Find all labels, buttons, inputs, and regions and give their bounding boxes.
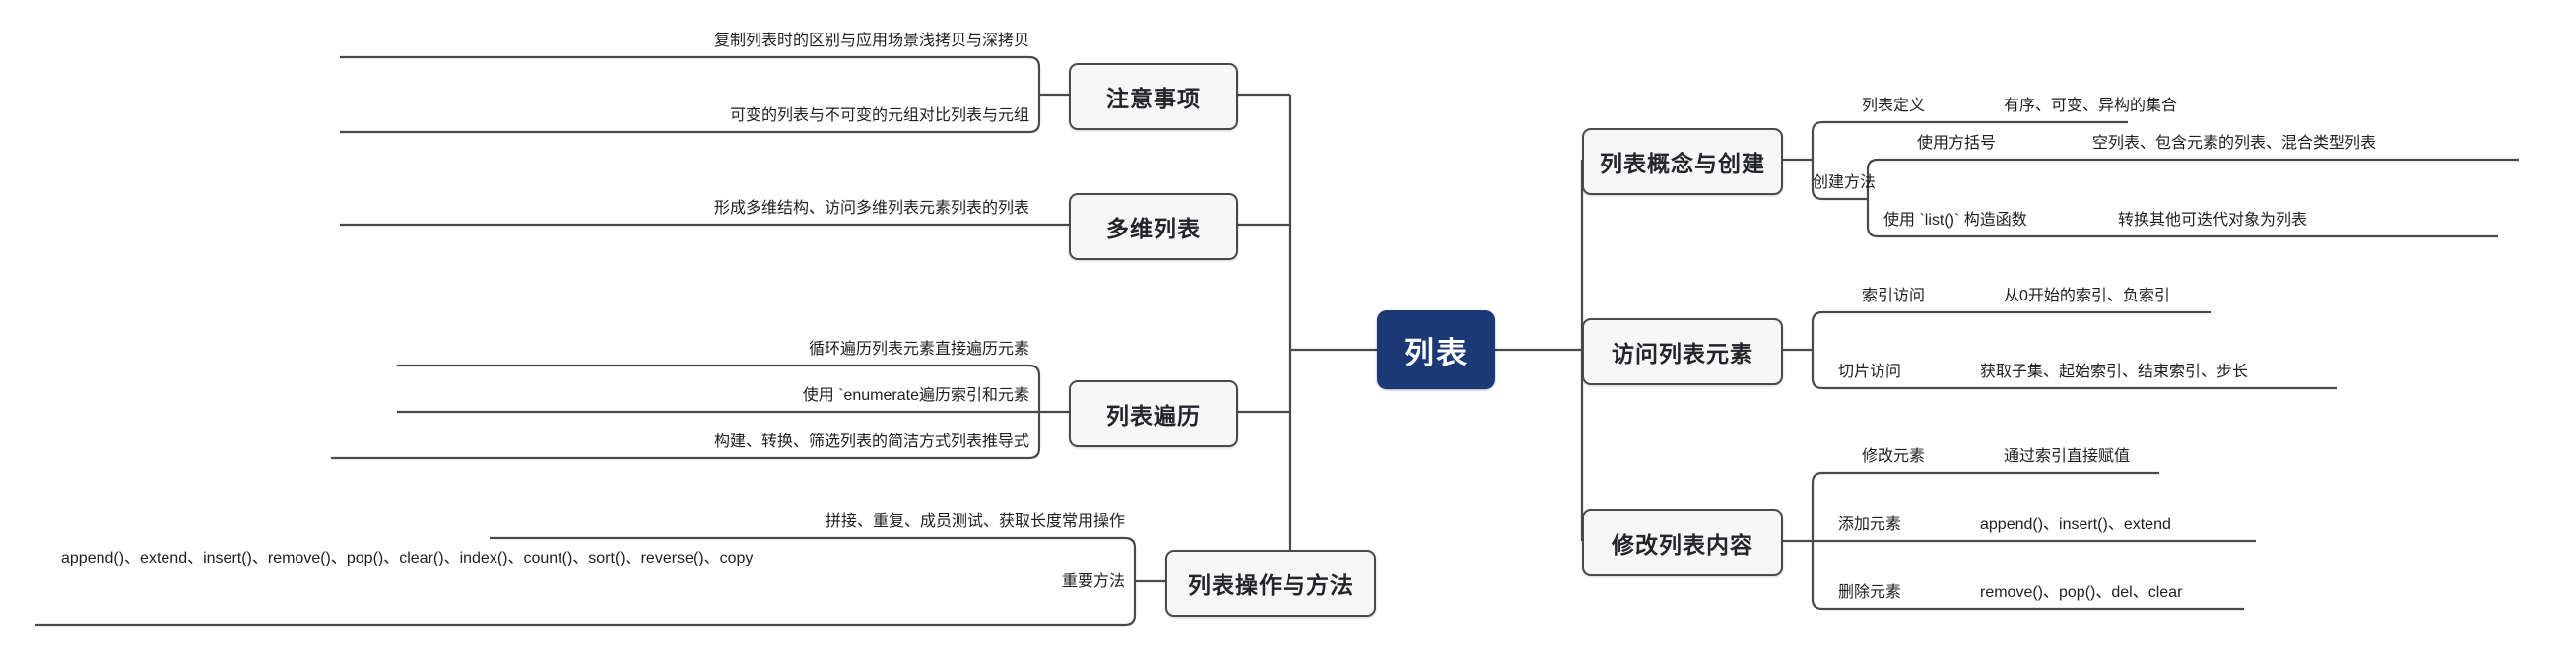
branch-node-iterate[interactable]: 列表遍历	[1069, 380, 1238, 447]
leaf-notes-0-detail: 复制列表时的区别与应用场景	[713, 33, 919, 49]
branch-node-multidim[interactable]: 多维列表	[1069, 193, 1238, 260]
modify-leaf-rule-1	[1811, 471, 2159, 484]
leaf-modify-0-detail: 通过索引直接赋值	[2004, 448, 2131, 465]
leaf-access-0-topic: 索引访问	[1862, 288, 1926, 304]
operations-leaf-rule-1	[490, 536, 1137, 549]
root-node[interactable]: 列表	[1377, 310, 1495, 389]
create-sub-rule-1	[1866, 158, 2519, 170]
branch-node-access[interactable]: 访问列表元素	[1582, 318, 1783, 385]
leaf-notes-1-detail: 可变的列表与不可变的元组对比	[729, 107, 951, 124]
notes-leaf-rule-1	[340, 55, 1041, 68]
branch-node-notes[interactable]: 注意事项	[1069, 63, 1238, 130]
branch-node-operations[interactable]: 列表操作与方法	[1165, 550, 1376, 617]
root-node-label: 列表	[1404, 335, 1469, 370]
leaf-access-0[interactable]: 索引访问 从0开始的索引、负索引	[1862, 286, 2170, 307]
concept-leaf-rule-1	[1811, 120, 2128, 133]
branch-node-modify[interactable]: 修改列表内容	[1582, 509, 1783, 576]
operations-leaf-rule-2	[35, 614, 1137, 627]
access-leaf-rule-1	[1811, 310, 2211, 323]
leaf-iterate-2-detail: 构建、转换、筛选列表的简洁方式	[713, 433, 951, 450]
branch-label-operations: 列表操作与方法	[1188, 572, 1354, 598]
leaf-operations-0-detail: 拼接、重复、成员测试、获取长度	[825, 513, 1062, 530]
leaf-iterate-1-detail: 使用 `enumerate	[802, 387, 919, 404]
leaf-modify-1-topic: 添加元素	[1838, 516, 1902, 533]
leaf-access-1-detail: 获取子集、起始索引、结束索引、步长	[1980, 364, 2249, 380]
leaf-operations-1-topic: 重要方法	[1061, 572, 1125, 590]
leaf-iterate-2[interactable]: 构建、转换、筛选列表的简洁方式 列表推导式	[331, 432, 1029, 453]
leaf-operations-0[interactable]: 拼接、重复、成员测试、获取长度 常用操作	[490, 511, 1125, 533]
leaf-notes-1-topic: 列表与元组	[950, 107, 1029, 124]
branch-label-concept: 列表概念与创建	[1600, 151, 1765, 176]
leaf-access-0-detail: 从0开始的索引、负索引	[2004, 288, 2170, 304]
leaf-multidim-0-topic: 列表的列表	[950, 200, 1029, 217]
leaf-operations-0-topic: 常用操作	[1061, 513, 1125, 530]
leaf-iterate-0-topic: 直接遍历元素	[934, 341, 1029, 358]
leaf-create-sub-0-topic: 使用方括号	[1917, 135, 1997, 152]
leaf-concept-0-topic: 列表定义	[1862, 98, 1926, 114]
leaf-modify-0[interactable]: 修改元素 通过索引直接赋值	[1862, 446, 2130, 468]
leaf-create-sub-1-detail: 转换其他可迭代对象为列表	[2118, 212, 2308, 229]
leaf-create-sub-0-detail: 空列表、包含元素的列表、混合类型列表	[2092, 135, 2377, 152]
branch-label-multidim: 多维列表	[1106, 216, 1201, 241]
leaf-multidim-0[interactable]: 形成多维结构、访问多维列表元素 列表的列表	[340, 198, 1029, 220]
leaf-iterate-1-topic: 遍历索引和元素	[918, 387, 1029, 404]
leaf-access-1-topic: 切片访问	[1838, 364, 1902, 380]
leaf-modify-2[interactable]: 删除元素 remove()、pop()、del、clear	[1838, 582, 2182, 604]
leaf-modify-2-topic: 删除元素	[1838, 584, 1902, 601]
branch-label-modify: 修改列表内容	[1612, 532, 1753, 558]
branch-label-notes: 注意事项	[1106, 86, 1201, 111]
leaf-access-1[interactable]: 切片访问 获取子集、起始索引、结束索引、步长	[1838, 362, 2248, 383]
leaf-modify-1[interactable]: 添加元素 append()、insert()、extend	[1838, 514, 2171, 536]
iterate-leaf-rule-1	[397, 364, 1041, 376]
leaf-iterate-2-topic: 列表推导式	[950, 433, 1029, 450]
leaf-notes-0-topic: 浅拷贝与深拷贝	[918, 33, 1029, 49]
leaf-iterate-0-detail: 循环遍历列表元素	[808, 341, 935, 358]
leaf-modify-2-detail: remove()、pop()、del、clear	[1980, 584, 2183, 601]
leaf-concept-0-detail: 有序、可变、异构的集合	[2004, 98, 2178, 114]
leaf-create-sub-1-topic: 使用 `list()` 构造函数	[1883, 212, 2027, 229]
leaf-create-sub-0[interactable]: 使用方括号 空列表、包含元素的列表、混合类型列表	[1917, 133, 2376, 155]
branch-label-iterate: 列表遍历	[1106, 403, 1201, 429]
leaf-operations-1[interactable]: append()、extend、insert()、remove()、pop()、…	[35, 548, 1125, 592]
leaf-notes-0[interactable]: 复制列表时的区别与应用场景 浅拷贝与深拷贝	[340, 31, 1029, 52]
leaf-multidim-0-detail: 形成多维结构、访问多维列表元素	[713, 200, 951, 217]
branch-node-concept[interactable]: 列表概念与创建	[1582, 128, 1783, 195]
leaf-modify-0-topic: 修改元素	[1862, 448, 1926, 465]
leaf-concept-0[interactable]: 列表定义 有序、可变、异构的集合	[1862, 96, 2177, 117]
leaf-iterate-0[interactable]: 循环遍历列表元素 直接遍历元素	[397, 339, 1029, 361]
leaf-concept-1[interactable]: 创建方法	[1813, 172, 1901, 194]
branch-label-access: 访问列表元素	[1612, 341, 1753, 366]
leaf-notes-1[interactable]: 可变的列表与不可变的元组对比 列表与元组	[340, 105, 1029, 127]
leaf-modify-1-detail: append()、insert()、extend	[1980, 516, 2171, 533]
leaf-iterate-1[interactable]: 使用 `enumerate 遍历索引和元素	[397, 385, 1029, 407]
leaf-operations-1-detail: append()、extend、insert()、remove()、pop()、…	[61, 550, 754, 566]
leaf-concept-1-topic: 创建方法	[1813, 174, 1877, 191]
leaf-create-sub-1[interactable]: 使用 `list()` 构造函数 转换其他可迭代对象为列表	[1883, 210, 2307, 232]
